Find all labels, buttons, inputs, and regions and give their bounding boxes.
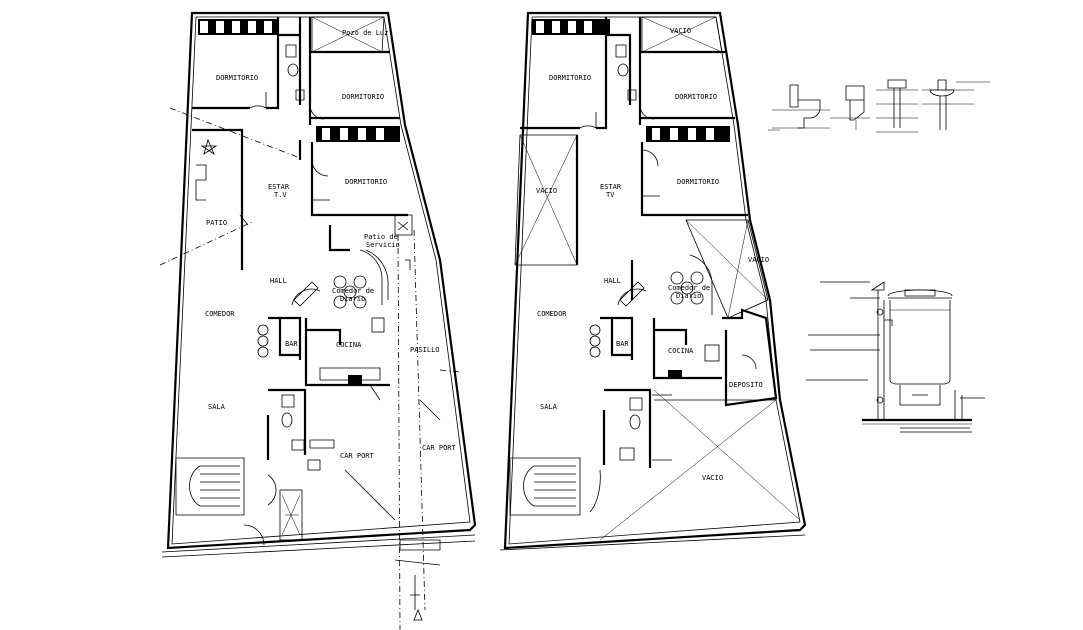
- left-room-car-port-1: CAR PORT: [340, 452, 375, 460]
- right-room-cocina: COCINA: [668, 347, 694, 355]
- left-room-patio-servicio-line2: Servicio: [366, 241, 400, 249]
- right-room-estar-line2: TV: [606, 191, 615, 199]
- right-room-vacio-bottom: VACIO: [702, 474, 723, 482]
- right-room-vacio-top: VACIO: [670, 27, 691, 35]
- left-room-patio: PATIO: [206, 219, 227, 227]
- fixture-details: [768, 79, 990, 133]
- left-floor-plan: [159, 11, 477, 630]
- right-plan-labels: VACIO DORMITORIO DORMITORIO DORMITORIO V…: [536, 27, 769, 482]
- left-room-sala: SALA: [208, 403, 226, 411]
- left-room-pozo-de-luz: Pozo de Luz: [342, 29, 388, 37]
- right-plan-outer-wall: [503, 11, 807, 550]
- right-room-dormitorio-3: DORMITORIO: [677, 178, 719, 186]
- left-room-pasillo: PASILLO: [410, 346, 440, 354]
- left-room-comedor: COMEDOR: [205, 310, 235, 318]
- right-room-comedor-diario-line2: Diario: [676, 292, 701, 300]
- left-room-car-port-2: CAR PORT: [422, 444, 457, 452]
- right-room-comedor: COMEDOR: [537, 310, 567, 318]
- left-room-dormitorio-1: DORMITORIO: [216, 74, 258, 82]
- right-room-dormitorio-2: DORMITORIO: [675, 93, 717, 101]
- left-room-comedor-diario-line2: Diario: [340, 295, 365, 303]
- right-floor-plan: [499, 11, 807, 551]
- left-room-estar-line1: ESTAR: [268, 183, 290, 191]
- right-room-bar: BAR: [616, 340, 629, 348]
- right-room-comedor-diario-line1: Comedor de: [668, 284, 710, 292]
- left-room-dormitorio-2: DORMITORIO: [342, 93, 384, 101]
- left-plan-outer-wall: [166, 11, 477, 550]
- water-tank-detail: [806, 281, 985, 433]
- right-room-dormitorio-1: DORMITORIO: [549, 74, 591, 82]
- left-room-estar-line2: T.V: [274, 191, 287, 199]
- right-room-sala: SALA: [540, 403, 558, 411]
- right-room-estar-line1: ESTAR: [600, 183, 622, 191]
- left-room-patio-servicio-line1: Patio de: [364, 233, 398, 241]
- left-room-hall: HALL: [270, 277, 287, 285]
- right-room-deposito: DEPOSITO: [729, 381, 763, 389]
- left-plan-labels: DORMITORIO Pozo de Luz DORMITORIO DORMIT…: [205, 29, 457, 460]
- left-room-comedor-diario-line1: Comedor de: [332, 287, 374, 295]
- right-room-vacio-mid: VACIO: [748, 256, 769, 264]
- right-room-hall: HALL: [604, 277, 621, 285]
- left-room-dormitorio-3: DORMITORIO: [345, 178, 387, 186]
- right-room-vacio-left: VACIO: [536, 187, 557, 195]
- left-room-bar: BAR: [285, 340, 298, 348]
- left-room-cocina: COCINA: [336, 341, 362, 349]
